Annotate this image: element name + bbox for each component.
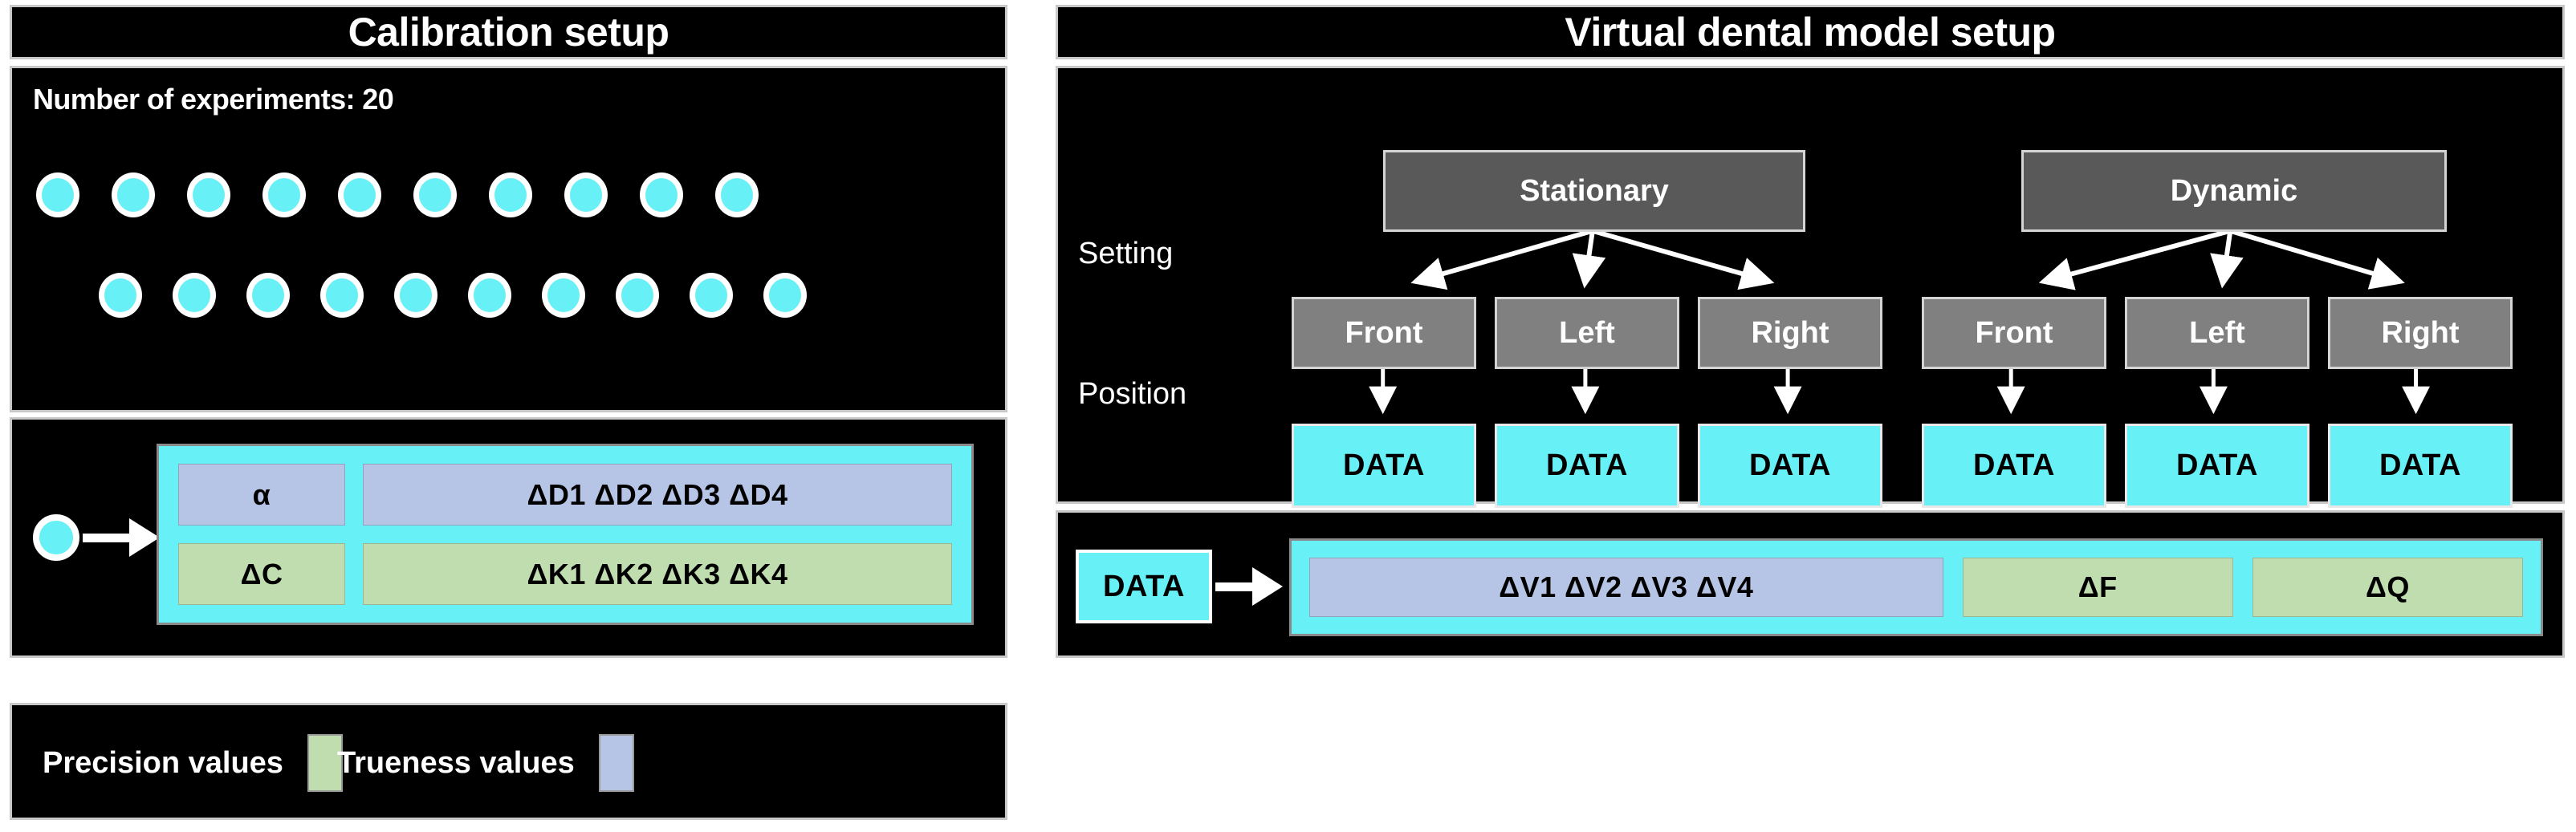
calibration-setup-title-panel: Calibration setup [10, 5, 1007, 59]
calibration-cell-delta-c: ΔC [178, 543, 345, 605]
experiment-dot [338, 172, 381, 217]
vdm-arrow-icon [1215, 567, 1283, 606]
vdm-variables-grid: ΔV1 ΔV2 ΔV3 ΔV4 ΔF ΔQ [1289, 538, 2543, 636]
experiment-dot [187, 172, 230, 217]
data-box-dynamic-left[interactable]: DATA [2125, 424, 2309, 508]
data-box-stationary-right[interactable]: DATA [1698, 424, 1882, 508]
setting-row-label: Setting [1078, 237, 1174, 270]
vdm-source-data-box: DATA [1076, 550, 1212, 623]
experiment-dot [413, 172, 457, 217]
setting-box-dynamic[interactable]: Dynamic [2021, 150, 2447, 232]
experiment-dot [542, 273, 585, 318]
calibration-cell-delta-d: ΔD1 ΔD2 ΔD3 ΔD4 [363, 464, 952, 526]
experiment-dot [262, 172, 306, 217]
calibration-setup-title: Calibration setup [348, 10, 669, 55]
calibration-cell-alpha: α [178, 464, 345, 526]
position-box-stationary-left[interactable]: Left [1495, 297, 1679, 369]
experiment-dot [640, 172, 683, 217]
calibration-row-precision: ΔC ΔK1 ΔK2 ΔK3 ΔK4 [178, 543, 952, 605]
vdm-cell-delta-q: ΔQ [2252, 558, 2523, 617]
legend-item-trueness: Trueness values [337, 734, 634, 792]
experiment-dot [173, 273, 216, 318]
position-box-stationary-right[interactable]: Right [1698, 297, 1882, 369]
setting-box-stationary[interactable]: Stationary [1383, 150, 1805, 232]
calibration-arrow-icon [83, 518, 161, 557]
data-box-dynamic-right[interactable]: DATA [2328, 424, 2513, 508]
experiment-dot [489, 172, 532, 217]
experiment-dot [394, 273, 437, 318]
experiment-dot [564, 172, 608, 217]
position-box-dynamic-right[interactable]: Right [2328, 297, 2513, 369]
legend-label-precision: Precision values [43, 745, 283, 780]
calibration-source-dot-icon [33, 514, 79, 561]
experiment-dot [468, 273, 511, 318]
experiment-dot [690, 273, 733, 318]
data-box-stationary-front[interactable]: DATA [1292, 424, 1476, 508]
experiment-dot [112, 172, 155, 217]
calibration-row-trueness: α ΔD1 ΔD2 ΔD3 ΔD4 [178, 464, 952, 526]
virtual-dental-model-variables-panel: DATA ΔV1 ΔV2 ΔV3 ΔV4 ΔF ΔQ [1056, 510, 2565, 658]
calibration-cell-delta-k: ΔK1 ΔK2 ΔK3 ΔK4 [363, 543, 952, 605]
experiment-dot-row-2 [99, 273, 807, 318]
experiment-dot [616, 273, 659, 318]
experiment-dot [715, 172, 759, 217]
data-box-dynamic-front[interactable]: DATA [1922, 424, 2106, 508]
position-row-label: Position [1078, 377, 1187, 411]
experiment-dot [36, 172, 79, 217]
experiment-dot [320, 273, 364, 318]
experiment-dot [763, 273, 807, 318]
virtual-dental-model-title-panel: Virtual dental model setup [1056, 5, 2565, 59]
experiment-dot [99, 273, 142, 318]
legend-item-precision: Precision values [43, 734, 343, 792]
legend-panel: Precision values Trueness values [10, 703, 1007, 820]
experiments-panel: Number of experiments: 20 [10, 66, 1007, 412]
calibration-variables-panel: α ΔD1 ΔD2 ΔD3 ΔD4 ΔC ΔK1 ΔK2 ΔK3 ΔK4 [10, 417, 1007, 658]
experiments-count-label: Number of experiments: 20 [33, 83, 394, 116]
legend-label-trueness: Trueness values [337, 745, 575, 780]
data-box-stationary-left[interactable]: DATA [1495, 424, 1679, 508]
calibration-variables-grid: α ΔD1 ΔD2 ΔD3 ΔD4 ΔC ΔK1 ΔK2 ΔK3 ΔK4 [157, 444, 974, 625]
experiment-dot [246, 273, 290, 318]
legend-swatch-precision [307, 734, 343, 792]
virtual-dental-model-title: Virtual dental model setup [1565, 10, 2056, 55]
vdm-cell-delta-f: ΔF [1962, 558, 2233, 617]
legend-swatch-trueness [598, 734, 634, 792]
position-box-dynamic-front[interactable]: Front [1922, 297, 2106, 369]
setting-position-flow-panel: Setting Position Stationary Dynamic Fron… [1056, 66, 2565, 508]
position-box-dynamic-left[interactable]: Left [2125, 297, 2309, 369]
experiment-dot-row-1 [36, 172, 759, 217]
position-box-stationary-front[interactable]: Front [1292, 297, 1476, 369]
vdm-cell-delta-v: ΔV1 ΔV2 ΔV3 ΔV4 [1309, 558, 1943, 617]
